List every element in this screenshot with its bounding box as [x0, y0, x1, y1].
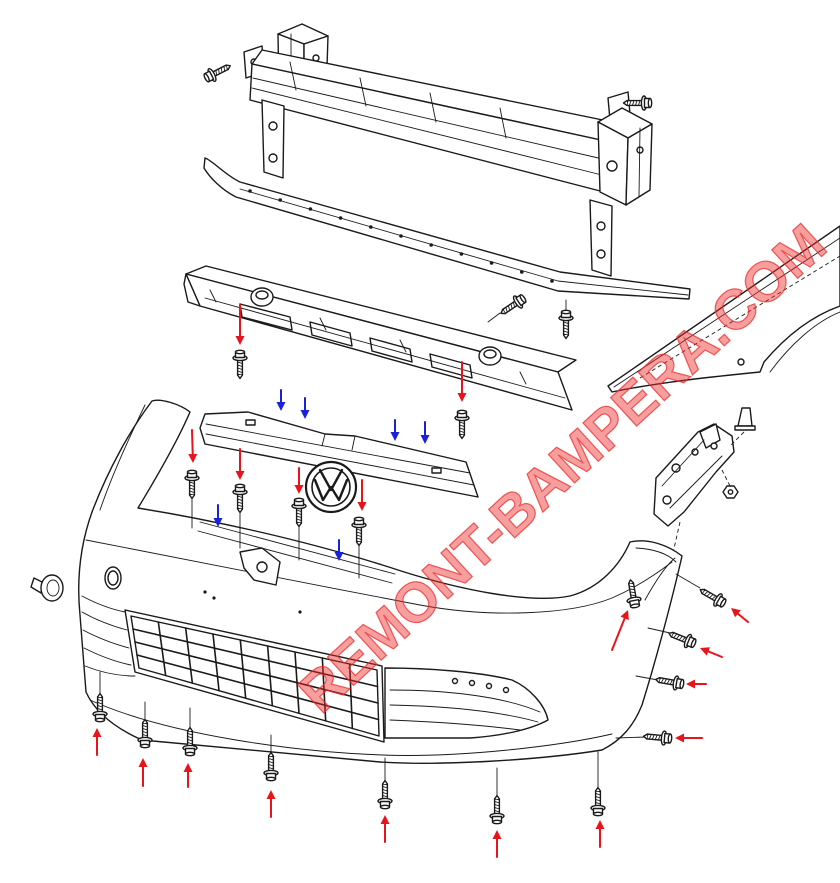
- red-arrow: [675, 733, 703, 743]
- red-arrow: [266, 790, 276, 818]
- screw: [291, 497, 307, 528]
- screw: [699, 588, 727, 608]
- red-arrow: [611, 610, 629, 651]
- screw: [590, 786, 606, 817]
- blue-arrow: [390, 419, 400, 441]
- tow-eye-cover: [30, 574, 64, 602]
- blue-arrow: [420, 421, 430, 444]
- screw: [500, 294, 527, 315]
- screw: [137, 718, 153, 749]
- screw: [454, 409, 470, 440]
- blue-arrow: [334, 539, 344, 561]
- strip-hole: [550, 279, 554, 283]
- grille-bar: [294, 651, 300, 715]
- red-arrow: [457, 361, 467, 402]
- screw: [642, 730, 673, 746]
- blue-arrow: [300, 397, 310, 419]
- screw: [232, 483, 248, 514]
- red-arrow: [188, 429, 198, 463]
- grille-bar: [132, 628, 379, 688]
- vw-emblem: [304, 460, 358, 514]
- side-guide-bracket: [653, 423, 735, 527]
- leader-lines: [99, 299, 701, 797]
- red-arrow: [92, 728, 102, 756]
- red-arrow: [595, 820, 605, 848]
- grille-bar: [136, 654, 380, 721]
- screw: [232, 349, 248, 380]
- red-arrow: [235, 304, 245, 345]
- grille-bar: [348, 663, 354, 730]
- grille-bar: [266, 645, 274, 707]
- grille-bar: [239, 639, 247, 700]
- strip-hole: [399, 234, 403, 238]
- red-arrow: [731, 608, 749, 623]
- lower-grille: [124, 609, 385, 743]
- screw: [489, 794, 505, 825]
- screw: [626, 579, 642, 609]
- red-arrow: [235, 448, 245, 480]
- red-arrow: [138, 758, 148, 787]
- emblem-letter-w: [313, 478, 349, 502]
- reinforcement-bar: [243, 23, 653, 277]
- strip-hole: [308, 207, 313, 211]
- nut: [722, 485, 739, 499]
- screw: [377, 779, 393, 810]
- screw: [184, 469, 200, 500]
- grille-bar: [134, 641, 379, 704]
- red-arrow: [686, 679, 707, 689]
- screw: [351, 516, 367, 547]
- screw: [203, 64, 231, 83]
- strip-hole: [369, 225, 373, 229]
- strip-hole: [459, 252, 464, 256]
- red-arrow: [700, 647, 723, 658]
- red-arrow: [492, 830, 502, 858]
- retaining-clip: [734, 407, 756, 431]
- strip-holes: [248, 189, 554, 283]
- strip-hole: [248, 189, 252, 193]
- emblem-letter-v: [318, 468, 344, 492]
- energy-absorber: [183, 265, 577, 411]
- lower-grille-grid: [132, 621, 380, 730]
- strip-hole: [338, 216, 343, 220]
- upper-grille: [199, 411, 479, 498]
- screw: [182, 726, 198, 757]
- strip-hole: [429, 243, 434, 247]
- fog-light-trim: [384, 667, 549, 739]
- red-arrow: [183, 763, 193, 788]
- screw: [668, 631, 697, 649]
- strip-hole: [278, 198, 283, 202]
- grille-bar: [212, 633, 220, 692]
- screw: [92, 692, 108, 723]
- red-arrow: [357, 479, 367, 511]
- red-arrow: [380, 815, 390, 843]
- bumper-cover: [78, 399, 683, 764]
- grille-bar: [157, 621, 167, 677]
- grille-bar: [184, 627, 194, 684]
- fender: [607, 225, 840, 393]
- arrows: [92, 304, 749, 858]
- strip-hole: [520, 270, 524, 274]
- screw: [558, 309, 574, 340]
- screw: [263, 751, 279, 782]
- strip-hole: [489, 261, 494, 265]
- blue-arrow: [276, 389, 286, 411]
- screw: [622, 95, 653, 111]
- screw: [655, 675, 685, 691]
- absorber-strip: [203, 157, 691, 300]
- blue-arrow: [213, 504, 223, 527]
- fasteners: [92, 64, 727, 825]
- grille-bar: [321, 657, 327, 722]
- red-arrow: [294, 467, 304, 494]
